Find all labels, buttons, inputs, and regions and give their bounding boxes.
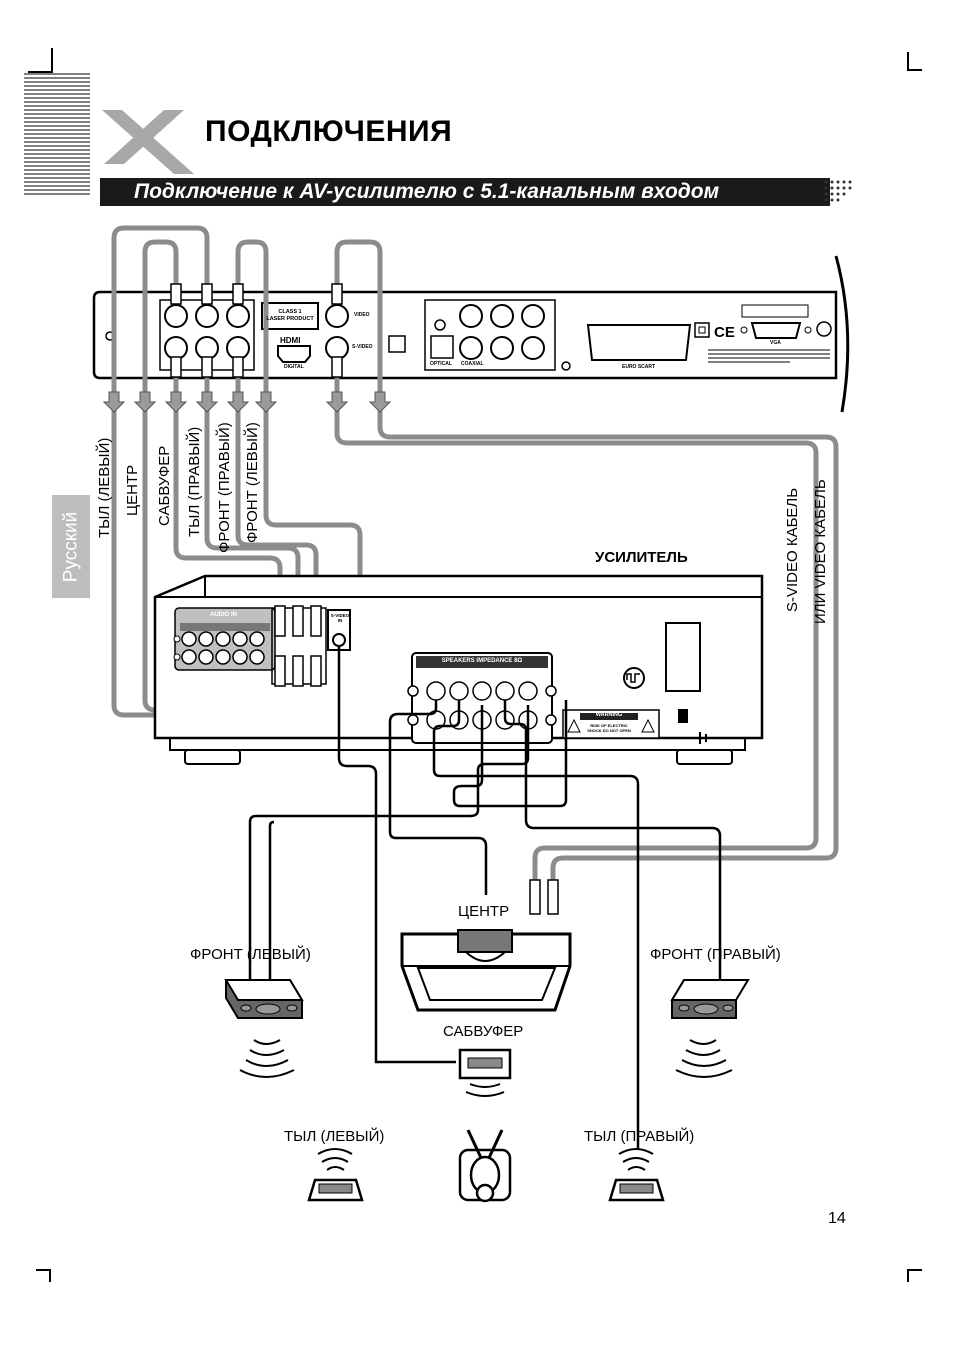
label-svideo-cable: S-VIDEO КАБЕЛЬ — [784, 487, 801, 612]
section-subtitle: Подключение к AV-усилителю с 5.1-канальн… — [134, 180, 720, 203]
front-left-speaker — [224, 979, 304, 1078]
page-title: ПОДКЛЮЧЕНИЯ — [205, 115, 453, 148]
amp-rca-plugs — [274, 605, 322, 687]
class1-line1: CLASS 1 — [278, 309, 302, 315]
audio-in-label: AUDIO IN — [210, 612, 237, 618]
label-video-cable: ИЛИ VIDEO КАБЕЛЬ — [812, 479, 829, 624]
listener-figure — [458, 1129, 512, 1203]
speaker-wires — [248, 646, 722, 1150]
warning-text: RISK OF ELECTRIC SHOCK DO NOT OPEN — [587, 723, 631, 733]
vga-label: VGA — [770, 340, 781, 346]
label-rear-left: ТЫЛ (ЛЕВЫЙ) — [96, 437, 113, 538]
logo — [24, 73, 194, 195]
speaker-label-center: ЦЕНТР — [458, 903, 510, 920]
amplifier-label: УСИЛИТЕЛЬ — [595, 549, 688, 566]
class1-label: CLASS 1 LASER PRODUCT — [263, 309, 317, 323]
speaker-label-rear-right: ТЫЛ (ПРАВЫЙ) — [584, 1128, 695, 1145]
front-right-speaker — [670, 979, 750, 1078]
coaxial-label: COAXIAL — [461, 361, 484, 367]
banner-dots — [824, 180, 852, 202]
cable-arrows — [102, 391, 392, 413]
label-center: ЦЕНТР — [124, 464, 141, 516]
speaker-label-front-left: ФРОНТ (ЛЕВЫЙ) — [190, 946, 311, 963]
svideo-in-label: S-VIDEO IN — [330, 613, 350, 623]
svg-text:CE: CE — [714, 324, 735, 341]
player-rear-panel: CE — [92, 255, 850, 413]
label-front-left: ФРОНТ (ЛЕВЫЙ) — [244, 422, 261, 543]
rear-left-speaker — [307, 1148, 364, 1202]
video-label: VIDEO — [354, 312, 370, 318]
warning-label: WARNING — [595, 712, 623, 718]
tv-unit — [400, 929, 572, 1012]
speaker-label-rear-left: ТЫЛ (ЛЕВЫЙ) — [284, 1128, 385, 1145]
class1-line2: LASER PRODUCT — [266, 316, 314, 322]
euroscart-label: EURO SCART — [622, 364, 656, 370]
label-front-right: ФРОНТ (ПРАВЫЙ) — [216, 422, 233, 553]
rca-plugs — [170, 283, 343, 378]
svideo-label: S-VIDEO — [352, 344, 373, 350]
label-rear-right: ТЫЛ (ПРАВЫЙ) — [186, 426, 203, 537]
tv-plugs — [529, 879, 559, 915]
amplifier-body — [153, 574, 764, 765]
speaker-label-subwoofer: САБВУФЕР — [443, 1023, 524, 1040]
speakers-impedance-label: SPEAKERS IMPEDANCE 8Ω — [441, 658, 523, 664]
language-tab — [52, 495, 90, 598]
page-number: 14 — [828, 1210, 846, 1227]
hdmi-label: HDMI — [280, 336, 301, 345]
optical-label: OPTICAL — [430, 361, 452, 367]
digital-label: DIGITAL — [284, 364, 304, 370]
label-subwoofer: САБВУФЕР — [156, 445, 173, 526]
speaker-label-front-right: ФРОНТ (ПРАВЫЙ) — [650, 946, 781, 963]
section-banner — [100, 178, 830, 206]
subwoofer-speaker — [458, 1048, 512, 1097]
rear-right-speaker — [608, 1148, 665, 1202]
